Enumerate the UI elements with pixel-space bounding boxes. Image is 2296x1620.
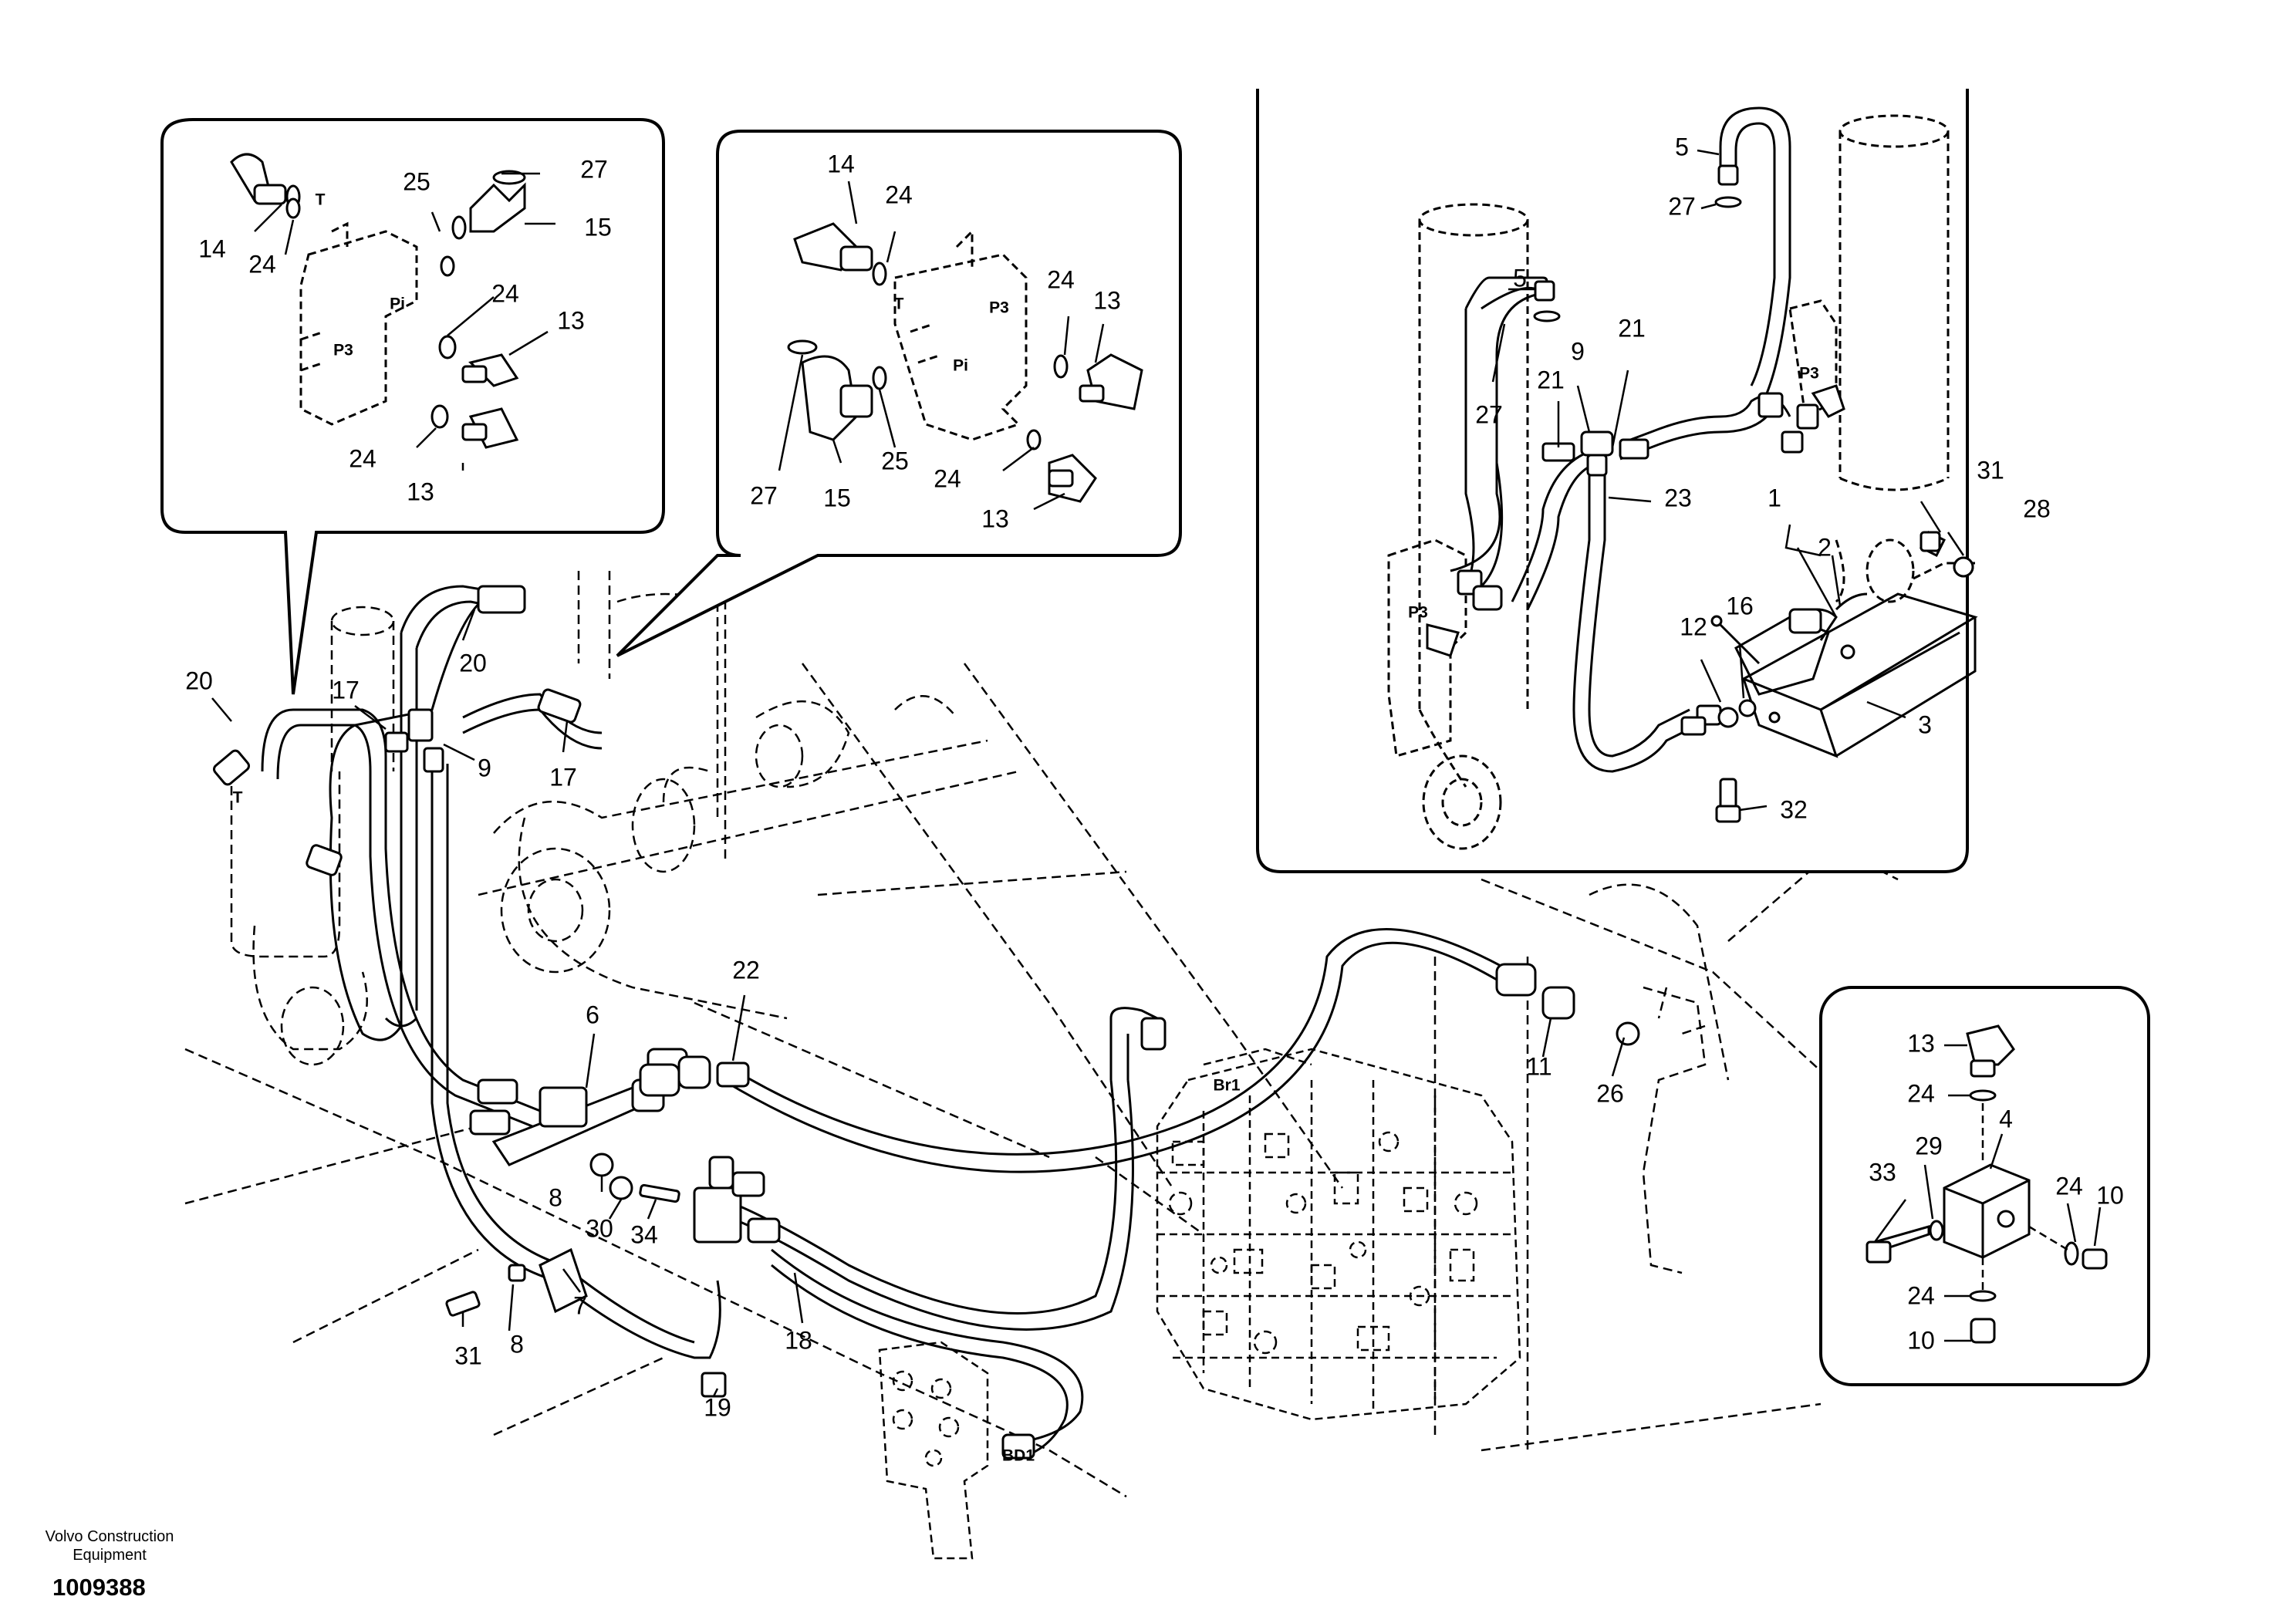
callout-22: 22 (732, 956, 760, 984)
callout-13: 13 (1093, 286, 1121, 314)
callout-24: 24 (2055, 1172, 2083, 1200)
callout-12: 12 (1680, 613, 1707, 640)
callout-15: 15 (823, 484, 851, 511)
callout-1: 1 (1768, 484, 1781, 511)
main-fittings (212, 585, 1640, 1460)
manufacturer-label: Volvo Construction Equipment (17, 1527, 202, 1564)
callout-17: 17 (549, 763, 577, 791)
callout-6: 6 (586, 1001, 599, 1028)
callout-4: 4 (1999, 1105, 2013, 1132)
callout-13: 13 (407, 478, 434, 505)
port-p3: P3 (1408, 604, 1428, 622)
callout-10: 10 (2096, 1181, 2124, 1209)
callout-33: 33 (1869, 1158, 1896, 1186)
main-leaders (211, 609, 1626, 1397)
callout-19: 19 (704, 1393, 731, 1421)
callout-24: 24 (934, 464, 961, 492)
bd1-bracket (878, 1341, 989, 1560)
inset-right: P3 P3 5 27 5 27 9 21 21 23 1 2 31 28 12 … (1256, 89, 2051, 873)
callout-13: 13 (1907, 1029, 1935, 1057)
port-t: T (894, 295, 904, 313)
callout-28: 28 (2023, 494, 2051, 522)
callout-5: 5 (1513, 264, 1527, 292)
callout-24: 24 (1047, 265, 1075, 293)
callout-27: 27 (580, 155, 608, 183)
callout-13: 13 (981, 505, 1009, 532)
drawing-number: 1009388 (52, 1574, 146, 1601)
port-bd1: BD1 (1002, 1447, 1035, 1465)
hoses (261, 585, 1513, 1460)
callout-29: 29 (1915, 1132, 1943, 1159)
callout-27: 27 (1668, 192, 1696, 220)
callout-8: 8 (549, 1183, 562, 1211)
callout-24: 24 (1907, 1079, 1935, 1107)
callout-9: 9 (478, 754, 491, 781)
port-pi: Pi (390, 295, 405, 313)
port-br1: Br1 (1213, 1077, 1240, 1095)
control-valve-block (1156, 1048, 1521, 1421)
callout-23: 23 (1664, 484, 1692, 511)
callout-21: 21 (1537, 366, 1565, 393)
brand-line-1: Volvo Construction (45, 1528, 174, 1545)
callout-3: 3 (1918, 710, 1932, 738)
callout-27: 27 (750, 481, 778, 509)
callout-24: 24 (248, 250, 276, 278)
callout-24: 24 (885, 181, 913, 208)
callout-26: 26 (1596, 1079, 1624, 1107)
callout-31: 31 (454, 1342, 482, 1369)
callout-34: 34 (630, 1220, 658, 1248)
callout-5: 5 (1675, 133, 1689, 160)
port-p3: P3 (989, 299, 1009, 317)
inset-right-bolts (1920, 531, 1974, 578)
callout-14: 14 (198, 235, 226, 262)
callout-15: 15 (584, 213, 612, 241)
inset-left: T Pi P3 14 24 25 27 15 24 13 24 13 (160, 118, 665, 695)
callout-9: 9 (1571, 337, 1585, 365)
port-pi: Pi (953, 357, 968, 375)
callout-14: 14 (827, 150, 855, 177)
callout-24: 24 (1907, 1281, 1935, 1309)
callout-8: 8 (510, 1330, 524, 1358)
port-p3: P3 (333, 342, 353, 359)
callout-13: 13 (557, 306, 585, 334)
callout-24: 24 (491, 279, 519, 307)
callout-2: 2 (1818, 533, 1832, 561)
callout-7: 7 (573, 1291, 587, 1319)
callout-16: 16 (1726, 592, 1754, 619)
callout-32: 32 (1780, 795, 1808, 823)
brand-line-2: Equipment (73, 1547, 147, 1564)
inset-block: 13 24 4 33 29 24 10 24 10 (1819, 986, 2150, 1386)
port-t: T (233, 789, 243, 807)
inset-mid: T P3 Pi 14 24 24 13 27 15 25 24 13 (616, 130, 1182, 657)
callout-31: 31 (1977, 456, 2004, 484)
callout-21: 21 (1618, 314, 1646, 342)
callout-25: 25 (881, 447, 909, 474)
callout-27: 27 (1475, 400, 1503, 428)
callout-25: 25 (403, 167, 430, 195)
port-p3: P3 (1799, 365, 1819, 383)
callout-24: 24 (349, 444, 376, 472)
callout-10: 10 (1907, 1326, 1935, 1354)
callout-18: 18 (785, 1326, 812, 1354)
callout-30: 30 (586, 1214, 613, 1242)
callout-11: 11 (1526, 1052, 1551, 1080)
callout-17: 17 (332, 676, 360, 704)
port-t: T (316, 191, 326, 209)
callout-20: 20 (185, 667, 213, 694)
callout-20: 20 (459, 649, 487, 677)
